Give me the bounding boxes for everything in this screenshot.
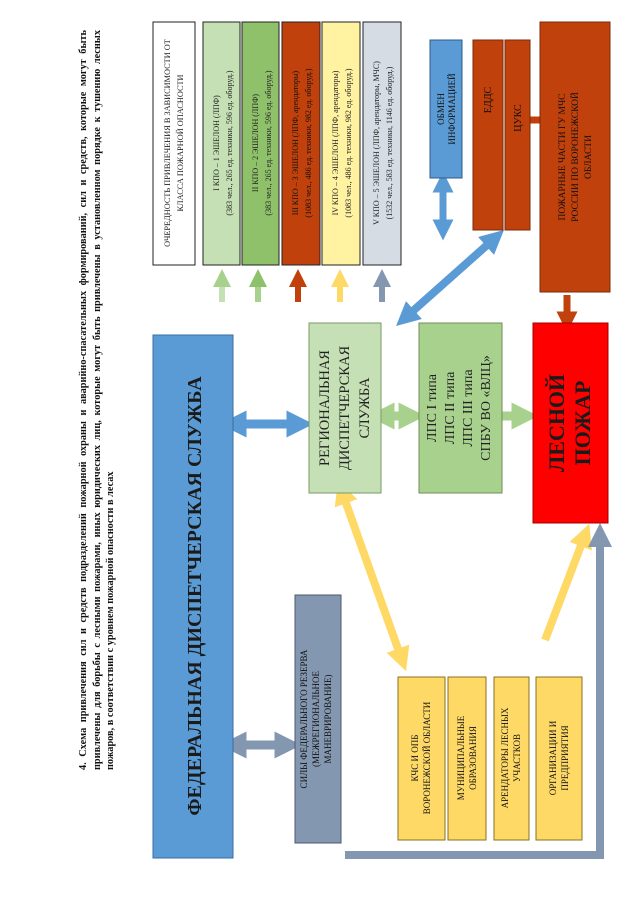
tsuks-box	[504, 39, 531, 231]
reserve-box	[294, 594, 342, 844]
mchs-line-1: ПОЖАРНЫЕ ЧАСТИ ГУ МЧС	[558, 94, 568, 221]
echelon-3-title: III КПО – 3 ЭШЕЛОН (ЛПФ, арендаторы)	[291, 70, 300, 215]
echelon-5-title: V КПО – 5 ЭШЕЛОН (ЛПФ, арендаторы, МЧС)	[372, 61, 381, 225]
kchs-box	[397, 676, 446, 841]
arrow-reserve-fire	[345, 523, 612, 859]
mchs-line-3: ОБЛАСТИ	[584, 135, 594, 179]
fds-box	[152, 334, 234, 859]
rds-line-2: ДИСПЕТЧЕРСКАЯ	[337, 346, 353, 471]
municipal-line-2: ОБРАЗОВАНИЯ	[468, 726, 478, 790]
fire-line-1: ЛЕСНОЙ	[544, 374, 569, 472]
edds-box	[472, 39, 504, 231]
orgs-line-1: ОРГАНИЗАЦИИ И	[548, 720, 558, 795]
kchs-line-2: ВОРОНЕЖСКОЙ ОБЛАСТИ	[422, 701, 432, 814]
orgs-line-2: ПРЕДПРИЯТИЯ	[560, 725, 570, 790]
priority-line-2: КЛАССА ПОЖАРНОЙ ОПАСНОСТИ	[176, 74, 185, 211]
mchs-line-2: РОССИИ ПО ВОРОНЕЖСКОЙ	[569, 92, 581, 222]
priority-line-1: ОЧЕРЕДНОСТЬ ПРИВЛЕЧЕНИЯ В ЗАВИСИМОСТИ ОТ	[163, 39, 172, 247]
echelon-2-stats: (383 чел., 265 ед. техники, 596 ед. обор…	[264, 70, 273, 215]
reserve-line-3: МАНЕВРИРОВАНИЕ)	[323, 674, 333, 763]
lps-line-1: ЛПС I типа	[425, 373, 440, 442]
lps-line-4: СПБУ ВО «ВЛЦ»	[479, 355, 494, 461]
echelon-1-title: I КПО – 1 ЭШЕЛОН (ЛПФ)	[212, 95, 221, 191]
reserve-line-1: СИЛЫ ФЕДЕРАЛЬНОГО РЕЗЕРВА	[299, 649, 309, 788]
priority-box	[152, 21, 196, 266]
arrow-orgs-fire	[541, 523, 592, 642]
tenants-line-1: АРЕНДАТОРЫ ЛЕСНЫХ	[500, 707, 510, 808]
mchs-box	[539, 21, 611, 293]
echelon-3-box	[281, 21, 321, 266]
echelon-1-box	[202, 21, 241, 266]
lps-box	[418, 322, 503, 494]
echelon-2-title: II КПО – 2 ЭШЕЛОН (ЛПФ)	[251, 94, 260, 193]
lps-line-3: ЛПС III типа	[461, 369, 476, 447]
rds-line-1: РЕГИОНАЛЬНАЯ	[317, 350, 333, 466]
fire-line-2: ПОЖАР	[570, 381, 595, 466]
exchange-line-2: ИНФОРМАЦИЕЙ	[447, 73, 457, 145]
forest-fire-box	[532, 322, 609, 524]
tsuks-label: ЦУКС	[513, 104, 524, 132]
arrow-rds-kchs	[334, 480, 410, 672]
echelon-2-box	[241, 21, 280, 266]
municipal-line-1: МУНИЦИПАЛЬНЫЕ	[456, 715, 466, 800]
tenants-line-2: УЧАСТКОВ	[512, 734, 522, 782]
echelon-1-stats: (383 чел., 265 ед. техники, 596 ед. обор…	[225, 70, 234, 215]
tenants-box	[493, 676, 530, 841]
echelon-4-title: IV КПО – 4 ЭШЕЛОН (ЛПФ, арендаторы)	[331, 70, 340, 215]
rds-box	[308, 322, 382, 494]
lps-line-2: ЛПС II типа	[443, 371, 458, 444]
echelon-3-stats: (1083 чел., 486 ед. техники, 982 ед. обо…	[304, 68, 313, 217]
echelon-5-stats: (1532 чел., 583 ед. техники, 1146 ед. об…	[385, 66, 394, 219]
arrow-rds-mchs	[396, 230, 504, 326]
orgs-box	[535, 676, 583, 841]
municipal-box	[447, 676, 487, 841]
rds-line-3: СЛУЖБА	[357, 377, 373, 439]
echelon-4-stats: (1083 чел., 486 ед. техники, 982 ед. обо…	[344, 68, 353, 217]
fds-label: ФЕДЕРАЛЬНАЯ ДИСПЕТЧЕРСКАЯ СЛУЖБА	[184, 376, 206, 816]
reserve-line-2: (МЕЖРЕГИОНАЛЬНОЕ	[311, 670, 321, 767]
info-exchange-box	[429, 39, 463, 179]
edds-label: ЕДДС	[483, 86, 494, 113]
exchange-line-1: ОБМЕН	[436, 93, 446, 125]
kchs-line-1: КЧС И ОПБ	[410, 735, 420, 782]
echelon-5-box	[362, 21, 402, 266]
echelon-4-box	[321, 21, 361, 266]
